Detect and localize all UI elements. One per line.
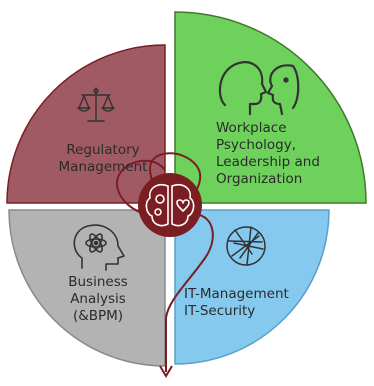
- label-line: Business: [68, 274, 128, 290]
- label-line: (&BPM): [72, 308, 124, 324]
- quadrant-business: [8, 209, 166, 367]
- label-workplace-psychology: Workplace Psychology, Leadership and Org…: [216, 120, 356, 188]
- two-faces-profile-icon: [218, 61, 300, 116]
- label-line: Organization: [216, 171, 303, 187]
- quadrant-it: [174, 209, 330, 365]
- label-line: IT-Security: [184, 303, 256, 319]
- camera-aperture-icon: [226, 226, 266, 266]
- connector-arrowhead: [159, 365, 173, 378]
- label-line: Analysis: [70, 291, 126, 307]
- scales-of-justice-icon: [77, 87, 115, 122]
- label-line: Workplace: [216, 120, 287, 136]
- label-line: Psychology,: [216, 137, 297, 153]
- label-it-management: IT-Management IT-Security: [184, 286, 324, 320]
- quadrant-workplace: [174, 11, 367, 204]
- quadrant-regulatory: [6, 44, 166, 204]
- head-with-atom-icon: [73, 224, 125, 271]
- label-regulatory-management: Regulatory Management: [48, 142, 158, 176]
- label-line: Management: [58, 159, 148, 175]
- brain-gears-heart-icon: [138, 173, 202, 237]
- label-line: Leadership and: [216, 154, 320, 170]
- connector-path: [115, 152, 214, 372]
- label-line: IT-Management: [184, 286, 289, 302]
- label-business-analysis: Business Analysis (&BPM): [48, 274, 148, 325]
- label-line: Regulatory: [66, 142, 140, 158]
